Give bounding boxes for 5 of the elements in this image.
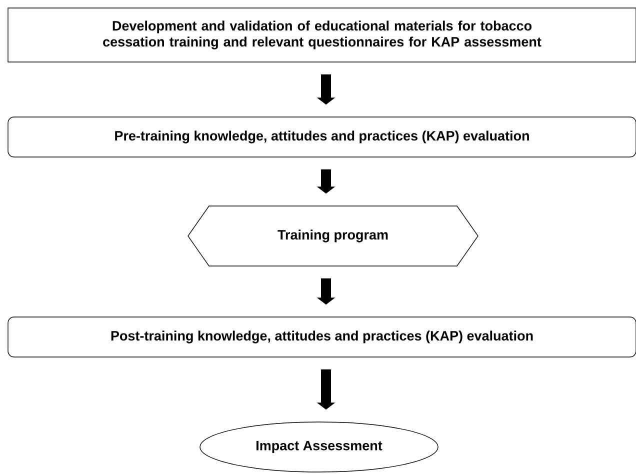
hexagon-box: Training program [188,206,478,266]
process-box: Development and validation of educational materials for tobacco cessation training and relevant questionnaires for KAP assessment [8,8,636,62]
process-box: Pre-training knowledge, attitudes and practices (KAP) evaluation [8,116,636,158]
process-box: Post-training knowledge, attitudes and practices (KAP) evaluation [8,316,636,358]
ellipse-box: Impact Assessment [200,422,438,472]
